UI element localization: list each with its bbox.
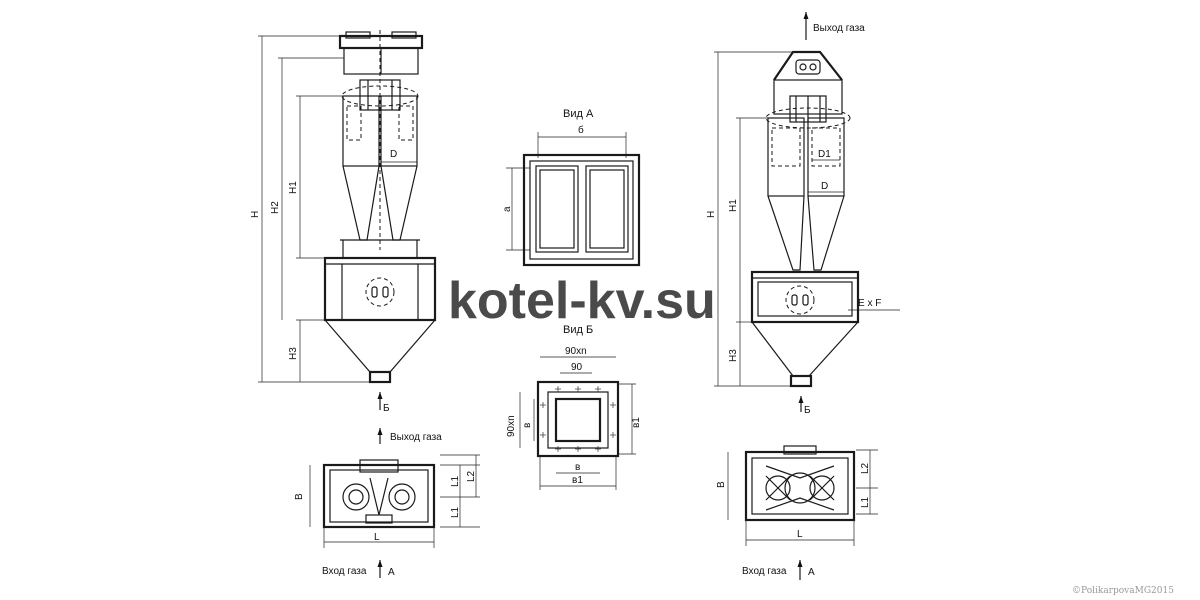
right-dust-outlet bbox=[789, 374, 813, 388]
view-b: Вид Б 90хn 90 90хn в в в1 bbox=[506, 324, 642, 490]
left-cyclone-cylinder-2 bbox=[380, 95, 418, 167]
left-inlet-flange bbox=[365, 277, 395, 307]
left-plan-gas-in: Вход газа bbox=[322, 566, 367, 577]
view-b-dim-v-bottom: в bbox=[575, 462, 580, 473]
left-elevation-view: Б H H2 H1 H3 D bbox=[250, 30, 437, 414]
view-a-title: Вид А bbox=[563, 108, 594, 120]
left-plan-gas-out: Выход газа bbox=[390, 432, 442, 443]
right-plan-arrow-a: А bbox=[808, 567, 815, 578]
right-hopper-box bbox=[750, 270, 860, 324]
right-cyclone-cylinder-1 bbox=[767, 117, 805, 197]
left-plan-dim-l2: L2 bbox=[466, 470, 477, 482]
left-hopper-box bbox=[323, 256, 437, 322]
left-cyclone-cylinder-1 bbox=[342, 95, 380, 167]
left-plan-arrow-a: А bbox=[388, 567, 395, 578]
left-plan-view: Выход газа B L L1 L2 L1 Вход газа А bbox=[294, 428, 480, 578]
right-dim-exf: E x F bbox=[858, 298, 881, 309]
right-dim-h3: H3 bbox=[728, 349, 739, 362]
view-a: Вид А б а bbox=[502, 108, 641, 267]
left-plan-dim-l1-bottom: L1 bbox=[450, 506, 461, 518]
left-plan-dim-b: B bbox=[294, 493, 305, 500]
right-plan-outline bbox=[744, 450, 856, 522]
right-dim-d: D bbox=[821, 181, 828, 192]
left-plan-outline bbox=[322, 463, 436, 529]
right-plan-dim-l1: L1 bbox=[860, 496, 871, 508]
view-b-title: Вид Б bbox=[563, 324, 593, 336]
left-plan-cyclone-2 bbox=[388, 483, 416, 511]
view-b-outlet bbox=[554, 397, 602, 443]
left-top-flange-ear bbox=[345, 31, 371, 39]
view-b-dim-v1-side: в1 bbox=[631, 417, 642, 428]
right-plan-cyclone-1 bbox=[765, 475, 791, 501]
view-b-frame bbox=[536, 380, 620, 458]
left-plan-dim-l: L bbox=[374, 532, 380, 543]
right-elevation-view: Выход газа Б H bbox=[706, 12, 900, 416]
left-dust-outlet bbox=[368, 370, 392, 384]
view-b-bolt-holes bbox=[540, 386, 616, 452]
left-plan-cyclone-1 bbox=[342, 483, 370, 511]
right-plan-dim-l: L bbox=[797, 529, 803, 540]
left-plan-dim-l1-top: L1 bbox=[450, 475, 461, 487]
left-top-flange-ear bbox=[391, 31, 417, 39]
view-a-opening-2 bbox=[585, 165, 629, 253]
left-arrow-b-label: Б bbox=[383, 403, 390, 414]
view-b-dim-90xn-side: 90хn bbox=[506, 415, 517, 437]
right-dim-h: H bbox=[706, 211, 717, 218]
right-cyclone-cylinder-2 bbox=[807, 117, 845, 197]
left-dim-h3: H3 bbox=[288, 347, 299, 360]
right-plan-cyclone-2 bbox=[809, 475, 835, 501]
right-dim-d1: D1 bbox=[818, 149, 831, 160]
right-plan-view: B L L2 L1 Вход газа А bbox=[716, 445, 878, 580]
right-gas-out: Выход газа bbox=[813, 23, 865, 34]
view-a-opening-1 bbox=[535, 165, 579, 253]
copyright: ©PolikarpovaMG2015 bbox=[1072, 586, 1174, 596]
view-b-dim-90xn-top: 90хn bbox=[565, 346, 587, 357]
right-inlet-flange bbox=[785, 285, 815, 315]
view-a-frame bbox=[522, 153, 641, 267]
left-dim-d: D bbox=[390, 149, 397, 160]
right-dim-h1: H1 bbox=[728, 199, 739, 212]
left-dim-h2: H2 bbox=[270, 201, 281, 214]
view-a-dim-b: б bbox=[578, 124, 584, 136]
right-arrow-b-label: Б bbox=[804, 405, 811, 416]
view-b-dim-v1-bottom: в1 bbox=[572, 475, 583, 486]
right-plan-dim-b: B bbox=[716, 481, 727, 488]
view-a-dim-a: а bbox=[502, 206, 513, 212]
view-b-dim-90: 90 bbox=[571, 362, 583, 373]
left-dim-h: H bbox=[250, 211, 261, 218]
view-b-dim-v-inner: в bbox=[522, 423, 533, 428]
right-plan-dim-l2: L2 bbox=[860, 462, 871, 474]
right-plan-gas-in: Вход газа bbox=[742, 566, 787, 577]
left-dim-h1: H1 bbox=[288, 181, 299, 194]
watermark: kotel-kv.su bbox=[448, 272, 716, 330]
right-plan-center-circle bbox=[784, 472, 816, 504]
